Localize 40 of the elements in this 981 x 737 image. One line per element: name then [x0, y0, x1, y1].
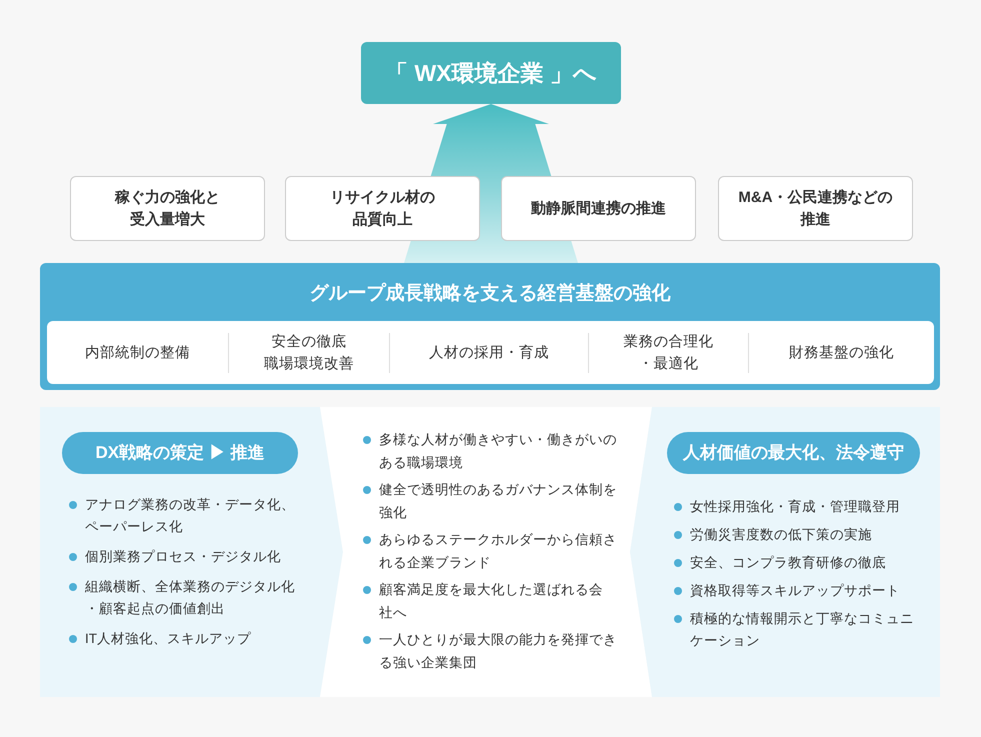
foundation-item: 財務基盤の強化	[789, 344, 894, 362]
arrow	[404, 104, 578, 263]
band-title: グループ成長戦略を支える経営基盤の強化	[310, 282, 670, 306]
bullet-text: 労働災害度数の低下策の実施	[690, 526, 872, 544]
bullet-text: 組織横断、全体業務のデジタル化・顧客起点の価値創出	[85, 578, 296, 618]
foundation-item: 人材の採用・育成	[429, 344, 549, 362]
bullet-text: 女性採用強化・育成・管理職登用	[690, 498, 900, 516]
foundation-item: 安全の徹底職場環境改善	[262, 332, 355, 374]
bullet-text: 健全で透明性のあるガバナンス体制を強化	[379, 481, 618, 522]
foundation-item: 業務の合理化・最適化	[622, 332, 714, 374]
foundation-band	[40, 263, 940, 390]
heading-text: DX戦略の策定 ▶ 推進	[95, 442, 265, 464]
initiative-card	[285, 176, 480, 241]
heading-text: 人材価値の最大化、法令遵守	[683, 442, 904, 464]
foundation-panel	[47, 321, 934, 384]
bullet-text: 資格取得等スキルアップサポート	[690, 582, 900, 600]
initiative-card	[70, 176, 265, 241]
bullet-text: 個別業務プロセス・デジタル化	[85, 548, 281, 566]
heading-pill	[667, 432, 920, 474]
goal-banner	[361, 42, 621, 104]
bullet-text: 顧客満足度を最大化した選ばれる会社へ	[379, 581, 604, 622]
heading-pill	[62, 432, 298, 474]
bullet-text: IT人材強化、スキルアップ	[85, 630, 251, 648]
strategy-panel	[40, 407, 343, 697]
bullet-text: アナログ業務の改革・データ化、ペーパーレス化	[85, 496, 296, 536]
bullet-text: あらゆるステークホルダーから信頼される企業ブランド	[379, 531, 618, 572]
bullet-text: 多様な人材が働きやすい・働きがいのある職場環境	[379, 431, 618, 472]
bullet-text: 積極的な情報開示と丁寧なコミュニケーション	[690, 610, 914, 650]
strategy-panel	[630, 407, 940, 697]
initiative-card	[718, 176, 913, 241]
bullet-text: 安全、コンプラ教育研修の徹底	[690, 554, 886, 572]
initiative-text: 稼ぐ力の強化と受入量増大	[114, 188, 221, 230]
initiative-text: 動静脈間連携の推進	[531, 198, 666, 218]
bullet-text: 一人ひとりが最大限の能力を発揮できる強い企業集団	[379, 631, 618, 672]
foundation-item: 内部統制の整備	[85, 344, 190, 362]
goals-panel	[320, 407, 652, 697]
goal-title: 「 WX環境企業 」へ	[385, 59, 597, 88]
initiative-card	[501, 176, 696, 241]
initiative-text: M&A・公民連携などの推進	[737, 188, 894, 230]
initiative-text: リサイクル材の品質向上	[329, 188, 436, 230]
